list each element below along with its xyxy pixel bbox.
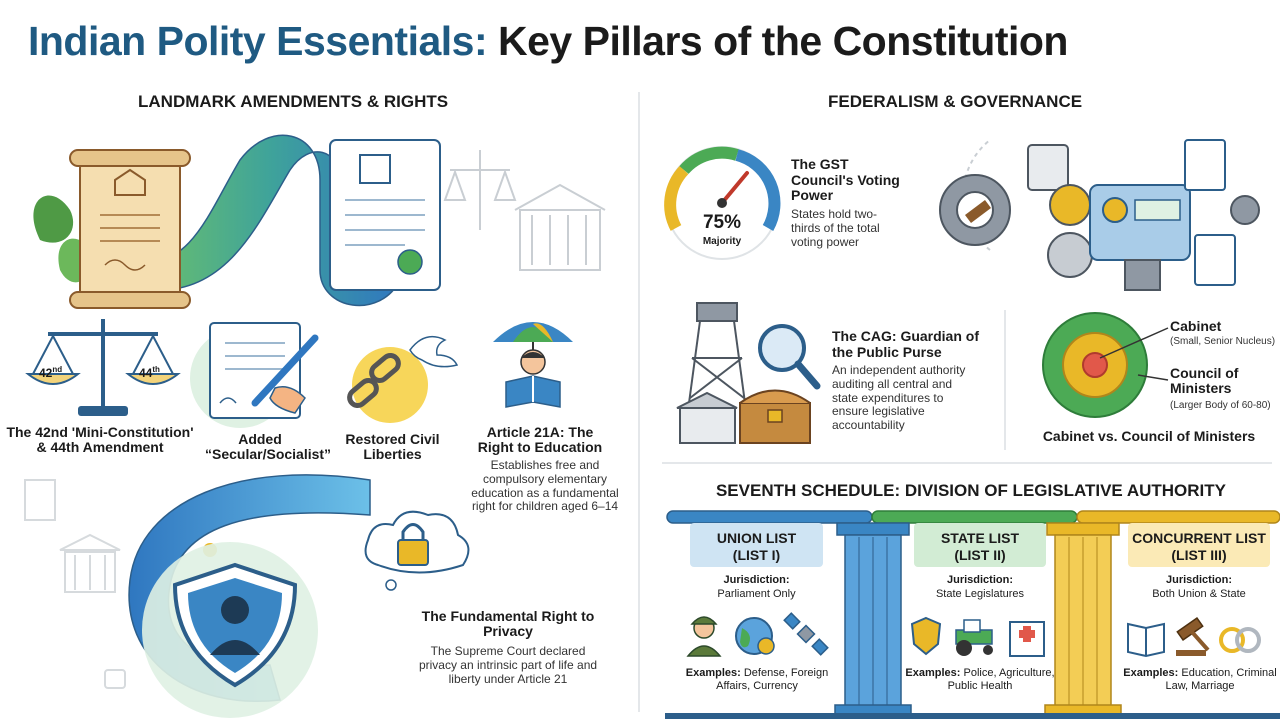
state-examples: Examples: Police, Agriculture, Public He…: [902, 667, 1058, 693]
secular-label: Added “Secular/Socialist”: [205, 431, 332, 463]
page-title: Indian Polity Essentials: Key Pillars of…: [28, 18, 1068, 65]
scale-left-sup: nd: [52, 365, 63, 374]
union-jurisdiction-value: Parliament Only: [717, 588, 796, 600]
union-list-tag: [690, 523, 823, 567]
council-title: Council of Ministers: [1170, 365, 1239, 397]
ribbon-illustration-top: [33, 134, 606, 309]
union-list-roman: (LIST I): [732, 547, 781, 563]
concurrent-examples: Examples: Education, Criminal Law, Marri…: [1122, 667, 1278, 693]
state-jurisdiction-value: State Legislatures: [935, 588, 1025, 600]
union-list-name: UNION LIST: [716, 530, 797, 546]
section-divider: [638, 92, 640, 712]
gavel-icon: [1176, 616, 1210, 656]
treasure-chest-icon: [739, 389, 811, 444]
concurrent-examples-label: Examples:: [1123, 667, 1179, 679]
education-title: Article 21A: The Right to Education: [477, 424, 603, 456]
council-subtitle: (Larger Body of 60-80): [1170, 400, 1271, 411]
privacy-title: The Fundamental Right to Privacy: [421, 608, 595, 640]
gauge-icon: [664, 146, 781, 260]
concurrent-list-tag: [1128, 523, 1270, 567]
concurrent-list-name: CONCURRENT LIST: [1132, 530, 1266, 546]
scale-right-value: 44: [139, 366, 153, 380]
concurrent-jurisdiction-value: Both Union & State: [1152, 588, 1246, 600]
state-example-icons: [910, 616, 1045, 657]
state-jurisdiction-label: Jurisdiction:: [946, 574, 1013, 586]
gavel-icon: [965, 200, 991, 223]
gst-text: States hold two-thirds of the total voti…: [791, 207, 880, 249]
schedule-heading: SEVENTH SCHEDULE: DIVISION OF LEGISLATIV…: [715, 481, 1227, 500]
tractor-icon: [955, 619, 993, 656]
gauge-label: Majority: [702, 236, 742, 247]
child-reading-icon: [493, 322, 573, 408]
union-examples-label: Examples:: [685, 667, 741, 679]
hospital-icon: [1009, 621, 1045, 657]
cabinet-council-diagram: [1042, 312, 1169, 418]
scale-left-label: 42nd: [39, 365, 62, 380]
concurrent-example-icons: [1127, 616, 1261, 658]
amendment-label: The 42nd 'Mini-Constitution' & 44th Amen…: [6, 424, 194, 456]
right-section-heading: FEDERALISM & GOVERNANCE: [828, 92, 1083, 111]
gauge-value: 75%: [702, 212, 742, 233]
scroll-icon: [79, 159, 181, 301]
concurrent-jurisdiction-label: Jurisdiction:: [1165, 574, 1232, 586]
satellite-icon: [783, 612, 829, 656]
left-section-heading: LANDMARK AMENDMENTS & RIGHTS: [138, 92, 449, 111]
state-list-tag: [914, 523, 1046, 567]
scales-42-44-icon: [25, 319, 181, 416]
gst-title: The GST Council's Voting Power: [791, 156, 900, 204]
title-part2: Key Pillars of the Constitution: [487, 18, 1068, 64]
padlock-cloud-icon: [364, 510, 470, 591]
union-pillar: [834, 522, 912, 718]
ribbon-illustration-bottom: [24, 474, 371, 718]
broken-chain-icon: [347, 335, 459, 423]
globe-icon: [735, 617, 775, 655]
title-part1: Indian Polity Essentials:: [28, 18, 488, 64]
cag-illustration: [676, 302, 821, 444]
union-examples-value: Defense, Foreign Affairs, Currency: [716, 667, 829, 693]
cabinet-subtitle: (Small, Senior Nucleus): [1170, 336, 1276, 347]
dove-icon: [409, 335, 459, 368]
pen-signing-icon: [190, 322, 319, 428]
concurrent-examples-value: Education, Criminal Law, Marriage: [1165, 667, 1277, 693]
soldier-icon: [686, 616, 722, 657]
book-icon: [1127, 622, 1165, 658]
civil-liberties-label: Restored Civil Liberties: [345, 431, 440, 463]
scale-left-value: 42: [39, 366, 53, 380]
governance-machine-illustration: [939, 139, 1260, 291]
police-badge-icon: [910, 616, 942, 656]
cag-text: An independent authority auditing all ce…: [832, 363, 966, 433]
union-jurisdiction-label: Jurisdiction:: [723, 574, 790, 586]
cabinet-caption: Cabinet vs. Council of Ministers: [1042, 428, 1256, 444]
concurrent-list-roman: (LIST III): [1171, 547, 1227, 563]
cabinet-title: Cabinet: [1170, 318, 1222, 334]
state-examples-label: Examples:: [905, 667, 961, 679]
state-list-roman: (LIST II): [954, 547, 1006, 563]
scale-right-sup: th: [152, 365, 160, 374]
watchtower-icon: [686, 302, 748, 419]
privacy-text: The Supreme Court declared privacy an in…: [418, 644, 598, 686]
padlock-icon: [397, 539, 429, 566]
horizontal-divider: [662, 462, 1272, 464]
governance-divider: [1004, 310, 1006, 450]
union-example-icons: [686, 612, 829, 657]
scales-icon: [443, 150, 606, 271]
pillars-illustration: [665, 510, 1280, 719]
state-list-name: STATE LIST: [940, 530, 1020, 546]
magnifier-icon: [758, 324, 821, 390]
union-examples: Examples: Defense, Foreign Affairs, Curr…: [678, 667, 836, 693]
cag-title: The CAG: Guardian of the Public Purse: [832, 328, 979, 360]
state-examples-value: Police, Agriculture, Public Health: [947, 667, 1055, 693]
education-text: Establishes free and compulsory elementa…: [471, 458, 619, 514]
rings-icon: [1219, 627, 1261, 653]
scale-right-label: 44th: [139, 365, 160, 380]
